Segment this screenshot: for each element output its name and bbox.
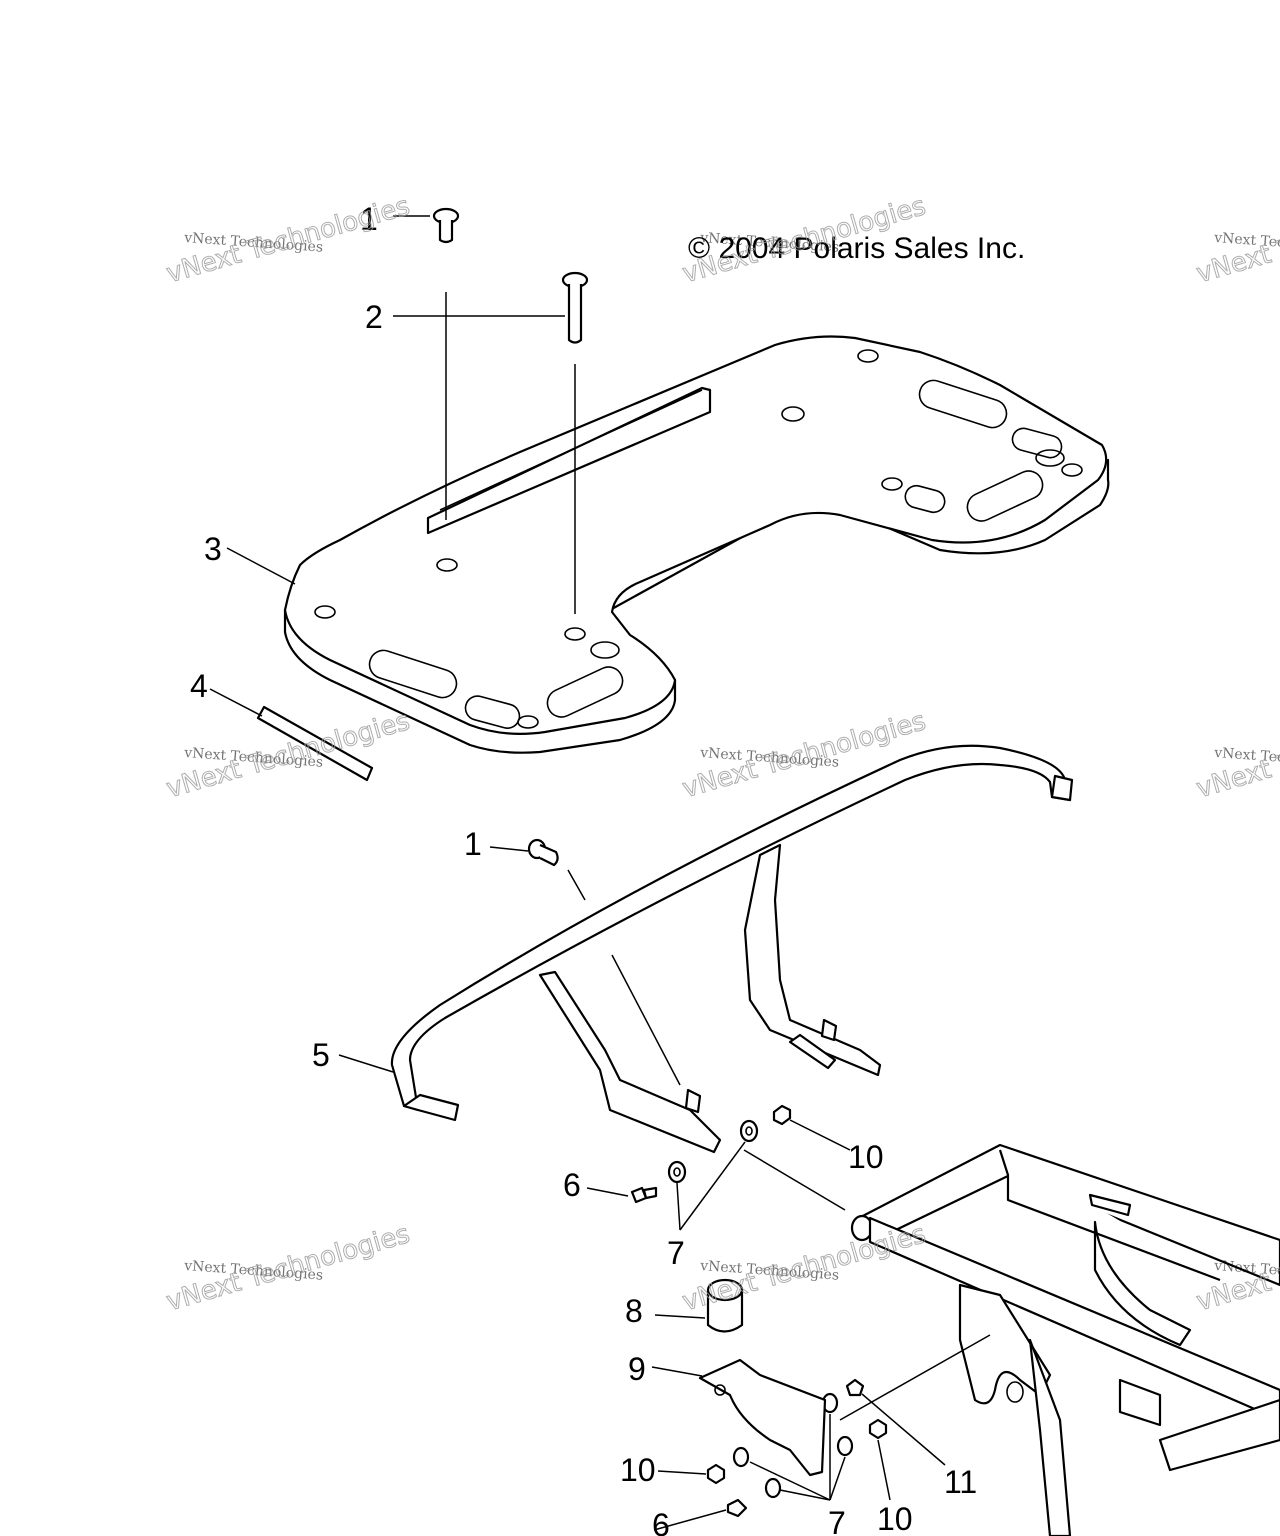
vehicle-frame xyxy=(850,1143,1280,1536)
callout-7-b: 7 xyxy=(828,1505,846,1536)
copyright-text: © 2004 Polaris Sales Inc. xyxy=(688,232,1025,265)
rack-strip xyxy=(256,705,374,782)
callout-11: 11 xyxy=(944,1464,977,1500)
rack-plate xyxy=(283,335,1110,754)
watermark-3: vNext Technologies vNext Technologies xyxy=(1193,191,1280,290)
callout-2: 2 xyxy=(365,299,383,335)
watermark-5: vNext Technologies vNext Technologies xyxy=(679,706,930,805)
callout-6-b: 6 xyxy=(652,1507,670,1536)
frame-bolt xyxy=(527,838,559,867)
rubber-bumper xyxy=(706,1278,744,1333)
watermark-6: vNext Technologies vNext Technologies xyxy=(1193,706,1280,805)
callout-numbers: 1 2 3 4 1 5 10 6 7 8 9 11 10 10 7 6 xyxy=(190,201,977,1536)
rack-frame xyxy=(390,744,1074,1154)
callout-7-a: 7 xyxy=(667,1235,685,1271)
watermark-8: vNext Technologies vNext Technologies xyxy=(679,1219,930,1318)
mount-bracket xyxy=(698,1358,827,1477)
callout-4: 4 xyxy=(190,668,208,704)
watermark-7: vNext Technologies vNext Technologies xyxy=(163,1219,414,1318)
watermark-1: vNext Technologies vNext Technologies xyxy=(163,191,414,290)
top-bolt xyxy=(432,207,460,244)
long-bolt xyxy=(561,271,589,344)
leader-lines xyxy=(209,215,991,1531)
washers-and-nuts xyxy=(630,1104,888,1518)
callout-9: 9 xyxy=(628,1351,646,1387)
callout-10-b: 10 xyxy=(620,1452,656,1488)
callout-10-a: 10 xyxy=(848,1139,884,1175)
callout-3: 3 xyxy=(204,531,222,567)
callout-1-lower: 1 xyxy=(464,826,482,862)
callout-6-a: 6 xyxy=(563,1167,581,1203)
callout-10-c: 10 xyxy=(877,1501,913,1536)
bolt-6a xyxy=(630,1186,658,1204)
callout-1-top: 1 xyxy=(360,201,378,237)
watermarks: vNext Technologies vNext Technologies vN… xyxy=(163,191,1280,1318)
callout-5: 5 xyxy=(312,1037,330,1073)
callout-8: 8 xyxy=(625,1293,643,1329)
